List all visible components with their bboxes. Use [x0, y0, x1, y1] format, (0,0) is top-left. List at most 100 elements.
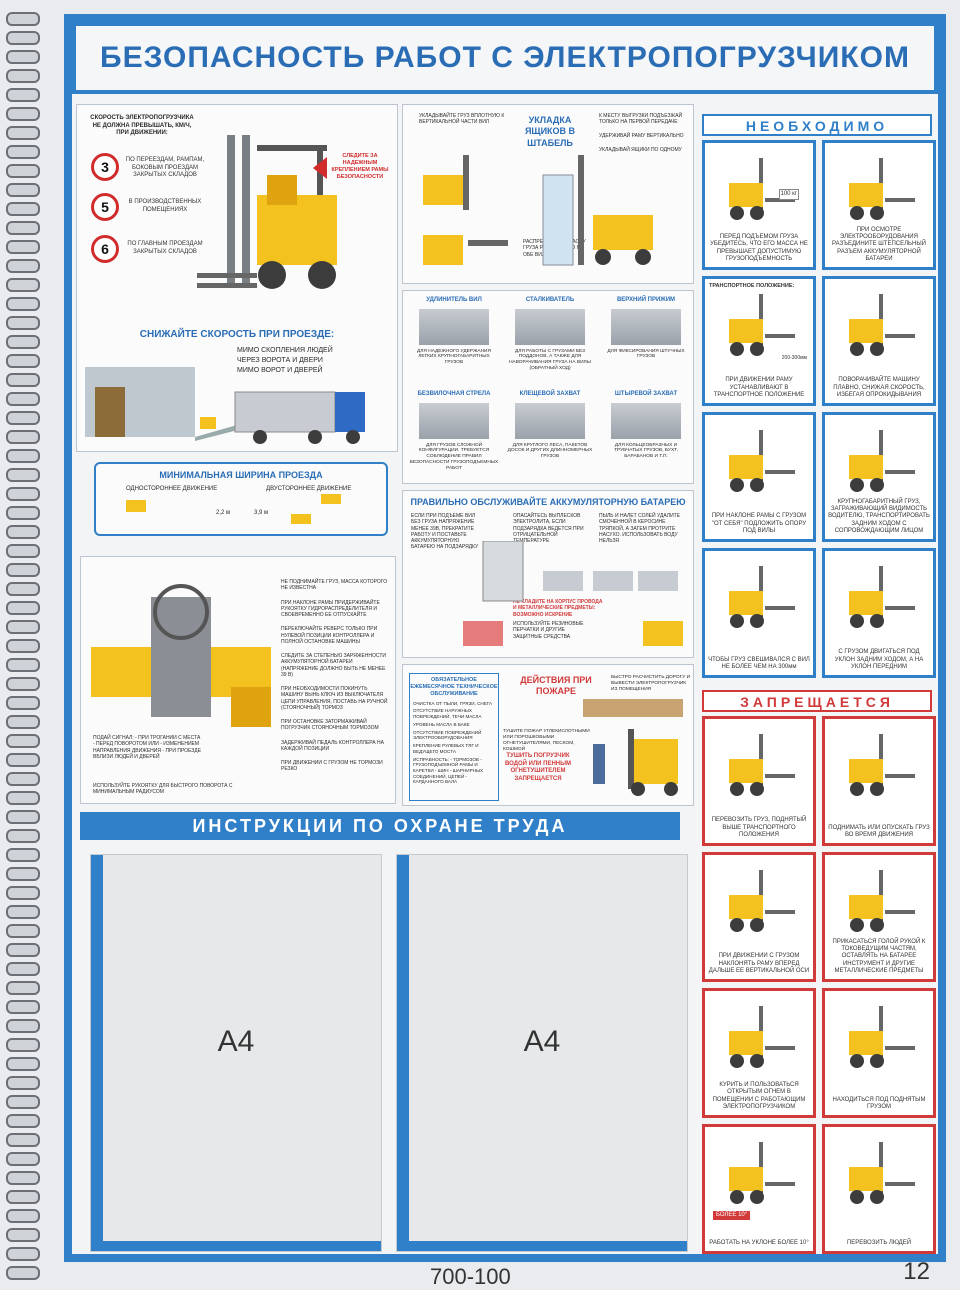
required-rule-caption: ПРИ ДВИЖЕНИИ РАМУ УСТАНАВЛИВАЮТ В ТРАНСП… — [713, 377, 805, 398]
spiral-ring — [6, 962, 40, 976]
spiral-ring — [6, 1019, 40, 1033]
spiral-ring — [6, 905, 40, 919]
two-way-width: 3,9 м — [254, 510, 269, 516]
spiral-ring — [6, 601, 40, 615]
spiral-ring — [6, 563, 40, 577]
attachment-illustration — [611, 402, 681, 439]
spiral-ring — [6, 1095, 40, 1109]
spiral-ring — [6, 943, 40, 957]
forbidden-rule-illustration — [825, 865, 933, 938]
spiral-ring — [6, 1038, 40, 1052]
attachment-text: ДЛЯ ФИКСИРОВАНИЯ ШТУЧНЫХ ГРУЗОВ — [607, 348, 685, 360]
stacking-heading: УКЛАДКА ЯЩИКОВ В ШТАБЕЛЬ — [524, 115, 576, 148]
maintenance-heading: ОБЯЗАТЕЛЬНОЕ ЕЖЕМЕСЯЧНОЕ ТЕХНИЧЕСКОЕ ОБС… — [410, 677, 498, 697]
control-note-1: НЕ ПОДНИМАЙТЕ ГРУЗ, МАССА КОТОРОГО НЕ ИЗ… — [281, 579, 388, 592]
forbidden-rule-cell: НАХОДИТЬСЯ ПОД ПОДНЯТЫМ ГРУЗОМ — [822, 988, 936, 1118]
spiral-ring — [6, 696, 40, 710]
maintenance-item: ИСПРАВНОСТЬ: - ТОРМОЗОВ - ГРУЗОПОДЪЕМНОЙ… — [413, 756, 484, 785]
spiral-ring — [6, 1228, 40, 1242]
required-rule-caption: КРУПНОГАБАРИТНЫЙ ГРУЗ, ЗАГРАЖИВАЮЩИЙ ВИД… — [828, 499, 930, 534]
spiral-ring — [6, 487, 40, 501]
control-note-6: ПРИ ОСТАНОВКЕ ЗАТОРМАЖИВАЙ ПОГРУЗЧИК СТО… — [281, 719, 379, 732]
required-rule-caption: ПРИ ОСМОТРЕ ЭЛЕКТРООБОРУДОВАНИЯ РАЗЪЕДИН… — [832, 227, 926, 262]
control-note-3: ПЕРЕКЛЮЧАЙТЕ РЕВЕРС ТОЛЬКО ПРИ НУЛЕВОЙ П… — [281, 626, 378, 645]
spiral-ring — [6, 430, 40, 444]
stacking-note-4: УКЛАДЫВАЙ ЯЩИКИ ПО ОДНОМУ — [599, 147, 682, 153]
spiral-ring — [6, 544, 40, 558]
spiral-ring — [6, 411, 40, 425]
attachment-text: ДЛЯ ГРУЗОВ СЛОЖНОЙ КОНФИГУРАЦИИ. ТРЕБУЕТ… — [409, 442, 499, 472]
min-width-panel: МИНИМАЛЬНАЯ ШИРИНА ПРОЕЗДА ОДНОСТОРОННЕЕ… — [94, 462, 388, 536]
instructions-heading: ИНСТРУКЦИИ ПО ОХРАНЕ ТРУДА — [80, 812, 680, 840]
required-rule-cell: ПЕРЕД ПОДЪЕМОМ ГРУЗА УБЕДИТЕСЬ, ЧТО ЕГО … — [702, 140, 816, 270]
required-rule-illustration — [705, 561, 813, 634]
required-rule-cell: ЧТОБЫ ГРУЗ СВЕШИВАЛСЯ С ВИЛ НЕ БОЛЕЕ ЧЕМ… — [702, 548, 816, 678]
control-note-7: ЗАДЕРЖИВАЙ ПЕДАЛЬ КОНТРОЛЛЕРА НА КАЖДОЙ … — [281, 739, 384, 752]
forbidden-rule-cell: ПЕРЕВОЗИТЬ ГРУЗ, ПОДНЯТЫЙ ВЫШЕ ТРАНСПОРТ… — [702, 716, 816, 846]
spiral-ring — [6, 829, 40, 843]
required-rule-cell: ПРИ ДВИЖЕНИИ РАМУ УСТАНАВЛИВАЮТ В ТРАНСП… — [702, 276, 816, 406]
spiral-ring — [6, 164, 40, 178]
maintenance-item: КРЕПЛЕНИЕ РУЛЕВЫХ ТЯГ И ВЕДУЩЕГО МОСТА — [413, 743, 479, 754]
spiral-ring — [6, 1133, 40, 1147]
one-way-label: ОДНОСТОРОННЕЕ ДВИЖЕНИЕ — [126, 486, 218, 492]
required-rule-cell: ПОВОРАЧИВАЙТЕ МАШИНУ ПЛАВНО, СНИЖАЯ СКОР… — [822, 276, 936, 406]
attachment-name: ВЕРХНИЙ ПРИЖИМ — [616, 297, 676, 303]
two-way-forklift-icon-b — [291, 514, 311, 524]
spiral-ring — [6, 468, 40, 482]
poster-title: БЕЗОПАСНОСТЬ РАБОТ С ЭЛЕКТРОПОГРУЗЧИКОМ — [72, 22, 938, 94]
speed-text-3: ПО ПЕРЕЕЗДАМ, РАМПАМ, БОКОВЫМ ПРОЕЗДАМ З… — [125, 157, 205, 178]
stacking-illustration — [423, 155, 653, 266]
maintenance-item: ОЧИСТКА ОТ ПЫЛИ, ГРЯЗИ, СНЕГА — [413, 700, 493, 706]
speed-heading: СКОРОСТЬ ЭЛЕКТРОПОГРУЗЧИКА НЕ ДОЛЖНА ПРЕ… — [90, 115, 194, 136]
spiral-ring — [6, 278, 40, 292]
spiral-ring — [6, 525, 40, 539]
forbidden-heading: ЗАПРЕЩАЕТСЯ — [702, 690, 932, 712]
attachment-name: СТАЛКИВАТЕЛЬ — [525, 297, 575, 303]
attachment-text: ДЛЯ РАБОТЫ С ГРУЗАМИ БЕЗ ПОДДОНОВ, А ТАК… — [509, 348, 591, 372]
required-rule-illustration — [825, 561, 933, 634]
maintenance-item: УРОВЕНЬ МАСЛА В БАКЕ — [413, 721, 470, 727]
reduce-item-3: МИМО ВОРОТ И ДВЕРЕЙ — [237, 367, 323, 374]
attachment-item: ВЕРХНИЙ ПРИЖИМ ДЛЯ ФИКСИРОВАНИЯ ШТУЧНЫХ Г… — [601, 297, 691, 385]
spiral-ring — [6, 1209, 40, 1223]
spiral-ring — [6, 715, 40, 729]
forbidden-rule-caption: РАБОТАТЬ НА УКЛОНЕ БОЛЕЕ 10° — [709, 1239, 809, 1246]
attachment-illustration — [419, 308, 489, 345]
spiral-ring — [6, 924, 40, 938]
spiral-ring — [6, 107, 40, 121]
spiral-ring — [6, 240, 40, 254]
fire-warning: ТУШИТЬ ПОГРУЗЧИК ВОДОЙ ИЛИ ПЕННЫМ ОГНЕТУ… — [504, 753, 572, 782]
spiral-ring — [6, 202, 40, 216]
spiral-ring — [6, 297, 40, 311]
attachment-illustration — [515, 308, 585, 345]
spiral-ring — [6, 88, 40, 102]
spiral-ring — [6, 335, 40, 349]
attachment-text: ДЛЯ КРУГЛОГО ЛЕСА, ПАКЕТОВ ДОСОК И ДРУГИ… — [507, 442, 593, 460]
speed-badge-6: 6 — [91, 235, 119, 263]
battery-note-1: ЕСЛИ ПРИ ПОДЪЕМЕ ВИЛ БЕЗ ГРУЗА НАПРЯЖЕНИ… — [411, 513, 479, 551]
battery-note-5: ИСПОЛЬЗУЙТЕ РЕЗИНОВЫЕ ПЕРЧАТКИ И ДРУГИЕ … — [513, 621, 584, 640]
control-panel-illustration — [91, 584, 271, 727]
battery-illustration — [463, 541, 683, 646]
signal-note: ПОДАЙ СИГНАЛ: - ПРИ ТРОГАНИИ С МЕСТА - П… — [93, 735, 202, 760]
truck-loading-illustration — [85, 367, 365, 444]
spiral-ring — [6, 221, 40, 235]
required-rule-illustration — [825, 425, 933, 498]
attachment-illustration — [611, 308, 681, 345]
fire-note-2: ТУШИТЕ ПОЖАР УГЛЕКИСЛОТНЫМИ ИЛИ ПОРОШКОВ… — [503, 729, 590, 752]
control-note-8: ПРИ ДВИЖЕНИИ С ГРУЗОМ НЕ ТОРМОЗИ РЕЗКО — [281, 760, 383, 773]
stacking-note-2: К МЕСТУ ВЫГРУЗКИ ПОДЪЕЗЖАЙ ТОЛЬКО НА ПЕР… — [599, 113, 683, 126]
required-rule-cell: С ГРУЗОМ ДВИГАТЬСЯ ПОД УКЛОН ЗАДНИМ ХОДО… — [822, 548, 936, 678]
required-rule-illustration — [705, 289, 813, 362]
speed-badge-3: 3 — [91, 153, 119, 181]
spiral-ring — [6, 183, 40, 197]
forbidden-rule-cell: ПЕРЕВОЗИТЬ ЛЮДЕЙ — [822, 1124, 936, 1254]
spiral-ring — [6, 392, 40, 406]
pocket-frame-bottom — [397, 1241, 687, 1251]
spiral-ring — [6, 886, 40, 900]
forbidden-rule-cell: КУРИТЬ И ПОЛЬЗОВАТЬСЯ ОТКРЫТЫМ ОГНЕМ В П… — [702, 988, 816, 1118]
